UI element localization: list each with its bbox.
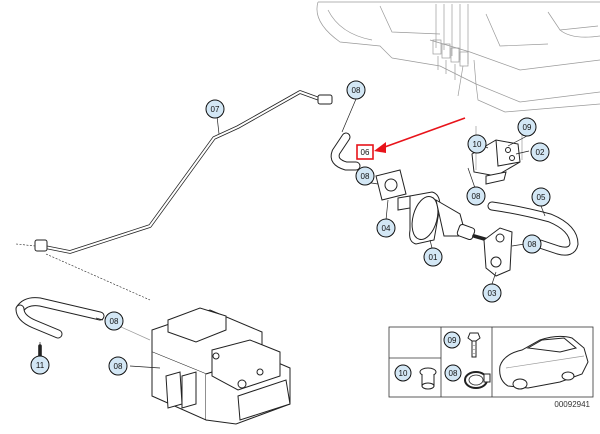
- callout-05-label: 05: [537, 193, 546, 202]
- inset-callout-08-label: 08: [449, 369, 458, 378]
- coolant-hose[interactable]: [15, 297, 105, 364]
- inset-panel: 09 10 08 00092941: [388, 326, 594, 409]
- inset-callout-09[interactable]: 09: [443, 331, 461, 349]
- callout-08-label: 08: [110, 317, 119, 326]
- fuel-line-start-fitting: [34, 239, 48, 252]
- inset-hose-clamp[interactable]: [464, 371, 491, 389]
- callout-05[interactable]: 05: [531, 187, 551, 207]
- callout-08-label: 08: [472, 192, 481, 201]
- hose-elbow[interactable]: [330, 132, 361, 171]
- callout-08-label: 08: [528, 240, 537, 249]
- fuel-hose-long[interactable]: [487, 201, 579, 256]
- callout-02[interactable]: 02: [530, 142, 550, 162]
- callout-10-label: 10: [473, 140, 482, 149]
- inset-nut[interactable]: [419, 367, 437, 390]
- callout-06-highlighted[interactable]: 06: [356, 144, 374, 160]
- callout-03-label: 03: [488, 289, 497, 298]
- callout-01-label: 01: [429, 253, 438, 262]
- callout-08-label: 08: [114, 362, 123, 371]
- inset-bolt[interactable]: [467, 332, 481, 358]
- fuel-line-long[interactable]: [15, 90, 333, 301]
- callout-09[interactable]: 09: [517, 117, 537, 137]
- callout-11[interactable]: 11: [30, 355, 50, 375]
- mounting-bracket[interactable]: [375, 169, 407, 201]
- callout-08-label: 08: [361, 172, 370, 181]
- callout-11-label: 11: [36, 361, 45, 370]
- fuel-pump[interactable]: [397, 191, 490, 245]
- callout-03[interactable]: 03: [482, 283, 502, 303]
- callout-07-label: 07: [211, 105, 220, 114]
- callout-07[interactable]: 07: [205, 99, 225, 119]
- callout-01[interactable]: 01: [423, 247, 443, 267]
- callout-10[interactable]: 10: [467, 134, 487, 154]
- inset-callout-08[interactable]: 08: [444, 364, 462, 382]
- vehicle-locator-car: [499, 335, 589, 390]
- inset-callout-09-label: 09: [448, 336, 457, 345]
- callout-08-pump[interactable]: 08: [522, 234, 542, 254]
- callout-08-heater[interactable]: 08: [108, 356, 128, 376]
- callouts: 07 08 06 08 04 01 08 05: [30, 80, 551, 376]
- callout-08-mid[interactable]: 08: [355, 166, 375, 186]
- callout-08-right[interactable]: 08: [466, 186, 486, 206]
- holder-clip[interactable]: [471, 126, 523, 185]
- callout-09-label: 09: [523, 123, 532, 132]
- callout-08-hose[interactable]: 08: [104, 311, 124, 331]
- inset-callout-10-label: 10: [399, 369, 408, 378]
- callout-06-label: 06: [361, 148, 370, 157]
- fuel-line-end-fitting: [317, 94, 333, 105]
- callout-02-label: 02: [536, 148, 545, 157]
- inset-callout-10[interactable]: 10: [394, 364, 412, 382]
- callout-08-top[interactable]: 08: [346, 80, 366, 100]
- highlight-arrow: [374, 117, 466, 153]
- callout-08-label: 08: [352, 86, 361, 95]
- callout-04[interactable]: 04: [376, 218, 396, 238]
- auxiliary-heater[interactable]: [109, 307, 291, 425]
- leader-lines: [39, 98, 546, 369]
- callout-04-label: 04: [382, 224, 391, 233]
- pump-bracket[interactable]: [483, 227, 513, 277]
- engine-bay-background: [316, 1, 600, 113]
- reference-code: 00092941: [554, 400, 590, 409]
